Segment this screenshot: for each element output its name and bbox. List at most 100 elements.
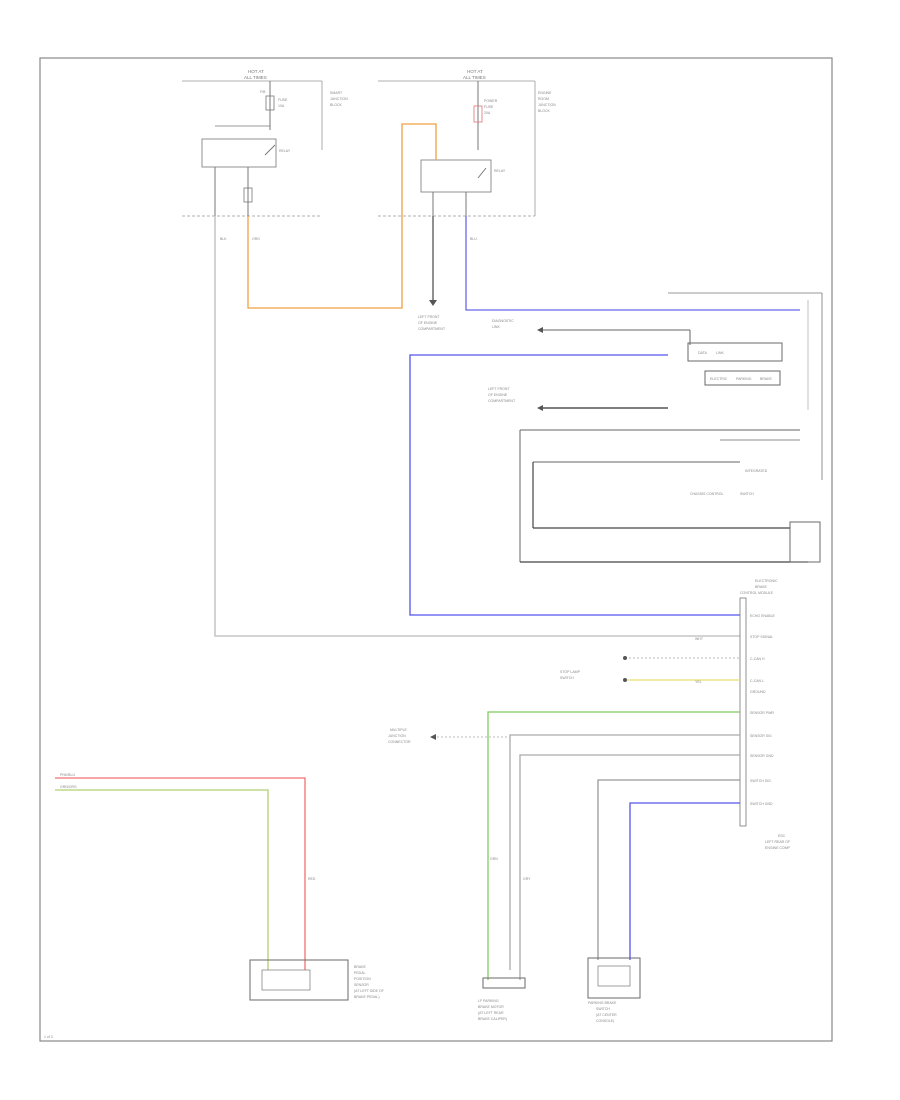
- label-fuse-2c: 20A: [484, 111, 491, 115]
- label-multiple-c: CONNECTOR: [388, 740, 411, 744]
- label-fusebox-2a: ENGINE: [538, 91, 552, 95]
- relay-1-box: [201, 138, 277, 168]
- sensor-right-box: [587, 957, 641, 999]
- label-ecm-bottom-a: ESC: [778, 834, 786, 838]
- label-sensor-mid-b: BRAKE MOTOR: [478, 1005, 504, 1009]
- label-fuse-1c: 10A: [278, 104, 285, 108]
- label-fuse-2b: FUSE: [484, 105, 494, 109]
- label-ground-1a: LEFT FRONT: [418, 315, 440, 319]
- label-module-2a: ELECTRIC: [710, 377, 728, 381]
- label-sensor-mid-a: LF PARKING: [478, 999, 499, 1003]
- wire-code-6: GRN: [490, 857, 498, 861]
- label-stop-a: STOP LAMP: [560, 670, 581, 674]
- label-ecm-pin-10: SWITCH GND: [750, 802, 773, 806]
- label-ecm-pin-3: C-CAN H: [750, 657, 765, 661]
- label-fusebox-1b: JUNCTION: [330, 97, 348, 101]
- label-ecm-pin-1: ECHO ENABLE: [750, 614, 776, 618]
- label-sensor-mid-c: (AT LEFT REAR: [478, 1011, 504, 1015]
- label-fusebox-1c: BLOCK: [330, 103, 343, 107]
- sensor-left-box: [249, 959, 349, 1001]
- wire-code-5: RED: [308, 877, 316, 881]
- label-fuse-2a: POWER: [484, 99, 498, 103]
- label-ecm-pin-2: STOP SIGNAL: [750, 635, 773, 639]
- label-hot-2: HOT AT: [467, 69, 483, 74]
- label-fusebox-2b: ROOM: [538, 97, 549, 101]
- label-ecm-pin-4: C-CAN L: [750, 679, 764, 683]
- fuse-1: [265, 95, 275, 111]
- label-hot-2b: ALL TIMES: [463, 75, 486, 80]
- label-hot-1: HOT AT: [248, 69, 264, 74]
- label-sensor-right-c: (AT CENTER: [596, 1013, 617, 1017]
- label-ground-2b: OF ENGINE: [488, 393, 508, 397]
- label-ecm-a: ELECTRONIC: [755, 579, 778, 583]
- label-sensor-mid-d: BRAKE CALIPER): [478, 1017, 507, 1021]
- fuse-1b: [243, 187, 253, 203]
- label-multiple-b: JUNCTION: [388, 734, 406, 738]
- label-sensor-right-a: PARKING BRAKE: [588, 1001, 617, 1005]
- wire-blue-bottom: [629, 802, 740, 960]
- label-relay-1: RELAY: [279, 149, 291, 153]
- fuse-2: [473, 105, 483, 123]
- wire-code-4: WHT: [695, 637, 704, 641]
- label-stop-b: SWITCH: [560, 676, 574, 680]
- label-ecm-pin-7: SENSOR SIG: [750, 734, 772, 738]
- label-ground-1c: COMPARTMENT: [418, 327, 446, 331]
- label-sensor-left-b: PEDAL: [354, 971, 366, 975]
- diagram-frame: [39, 57, 833, 1042]
- wire-code-8: GRY: [523, 877, 531, 881]
- label-ecm-bottom-b: LEFT REAR OF: [765, 840, 790, 844]
- label-ground-2a: LEFT FRONT: [488, 387, 510, 391]
- label-left-wire-b: GRN/ORG: [60, 785, 77, 789]
- label-hot-1b: ALL TIMES: [244, 75, 267, 80]
- label-fusebox-1a: SMART: [330, 91, 343, 95]
- wire-blue-long: [409, 354, 740, 616]
- label-ecm-pin-5: GROUND: [750, 690, 766, 694]
- label-sensor-left-d: SENSOR: [354, 983, 369, 987]
- label-ecm-c: CONTROL MODULE: [740, 591, 774, 595]
- wire-red-left: [55, 777, 306, 970]
- label-dlc-b: LINK: [492, 325, 500, 329]
- label-sensor-left-f: BRAKE PEDAL): [354, 995, 379, 999]
- label-ecm-pin-8: SENSOR GND: [750, 754, 774, 758]
- wire-code-1: BLK: [220, 237, 227, 241]
- label-fuse-1b: FUSE: [278, 98, 288, 102]
- wire-green-left: [55, 789, 269, 970]
- wire-code-7: YEL: [695, 680, 702, 684]
- label-ibs-a: INTEGRATED: [745, 469, 768, 473]
- label-module-2c: BRAKE: [760, 377, 773, 381]
- label-fuse-1a: F/B: [260, 90, 266, 94]
- label-module-1a: DATA: [698, 351, 707, 355]
- label-ibs-c: SWITCH: [740, 492, 754, 496]
- module-1-box: [687, 342, 783, 362]
- label-ibs-b: CHASSIS CONTROL: [690, 492, 724, 496]
- label-fusebox-2d: BLOCK: [538, 109, 551, 113]
- wire-gray-left: [214, 216, 740, 637]
- label-relay-2: RELAY: [494, 169, 506, 173]
- label-sensor-right-b: SWITCH: [596, 1007, 610, 1011]
- label-ecm-bottom-c: ENGINE COMP: [765, 846, 791, 850]
- label-ecm-pin-9: SWITCH SIG: [750, 779, 771, 783]
- wire-code-2: ORG: [252, 237, 260, 241]
- footer-code: 1 of 3: [44, 1035, 53, 1039]
- label-ecm-b: BRAKE: [755, 585, 768, 589]
- wire-green: [487, 711, 740, 980]
- label-ecm-pin-6: SENSOR PWR: [750, 711, 774, 715]
- label-sensor-left-a: BRAKE: [354, 965, 367, 969]
- relay-2-box: [420, 159, 492, 193]
- wire-blue-top: [465, 216, 800, 311]
- wire-code-3: BLU: [470, 237, 477, 241]
- ground-arrow: [429, 300, 437, 306]
- module-3-box: [789, 521, 821, 563]
- label-ground-1b: OF ENGINE: [418, 321, 438, 325]
- label-module-2b: PARKING: [736, 377, 752, 381]
- label-sensor-right-d: CONSOLE): [596, 1019, 614, 1023]
- wire-orange: [247, 123, 437, 309]
- label-fusebox-2c: JUNCTION: [538, 103, 556, 107]
- module-2-box: [704, 370, 781, 386]
- label-sensor-left-e: (AT LEFT SIDE OF: [354, 989, 384, 993]
- label-dlc-a: DIAGNOSTIC: [492, 319, 514, 323]
- sensor-mid-box: [482, 977, 526, 989]
- label-sensor-left-c: POSITION: [354, 977, 371, 981]
- label-ground-2c: COMPARTMENT: [488, 399, 516, 403]
